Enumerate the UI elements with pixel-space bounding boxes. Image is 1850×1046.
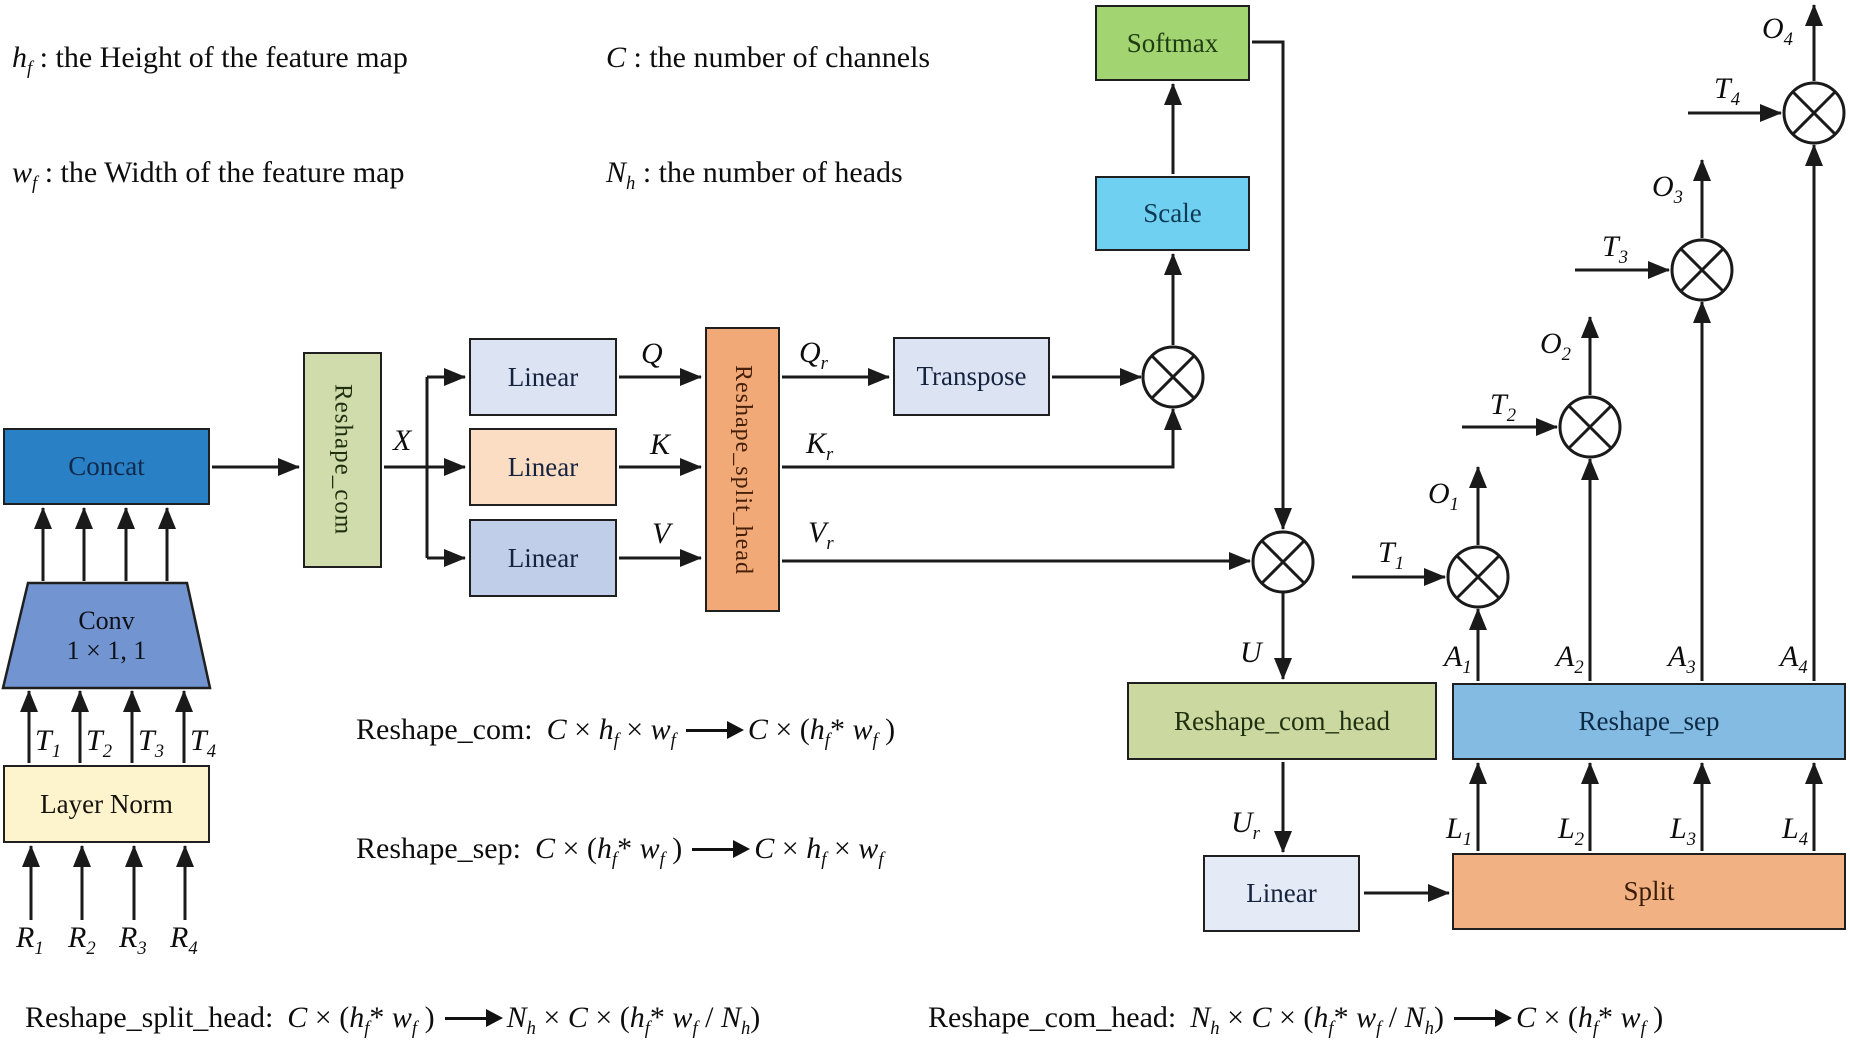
arrows-qkv — [619, 368, 702, 567]
label-o2: O2 — [1540, 327, 1571, 365]
label-l3: L3 — [1670, 812, 1696, 850]
label-r2: R2 — [68, 921, 96, 959]
label-o3: O3 — [1652, 170, 1683, 208]
arrows-r-inputs — [22, 845, 194, 920]
node-linear-k-label: Linear — [507, 451, 579, 482]
label-r1: R1 — [16, 921, 44, 959]
node-conv-shape — [1, 581, 212, 690]
multiply-o1-icon — [1446, 545, 1510, 609]
node-split-label: Split — [1623, 876, 1675, 906]
multiply-qk-icon — [1141, 345, 1205, 409]
arrow-softmax-mul2 — [1252, 40, 1292, 530]
formula-reshape-sep: Reshape_sep: C × (hf* wf )C × hf × wf — [356, 831, 884, 870]
node-scale: Scale — [1095, 176, 1250, 251]
node-linear-out-label: Linear — [1246, 878, 1317, 908]
node-linear-out: Linear — [1203, 855, 1360, 932]
label-v: V — [652, 517, 671, 550]
formula-reshape-com-name: Reshape_com: — [356, 713, 533, 746]
label-t3-right: T3 — [1602, 230, 1628, 268]
label-kr: Kr — [806, 427, 834, 465]
node-linear-q: Linear — [469, 338, 617, 416]
node-reshape-split-head: Reshape_split_head — [705, 327, 780, 612]
formula-reshape-com-head-body: Nh × C × (hf* wf / Nh)C × (hf* wf ) — [1190, 1001, 1664, 1039]
label-t2-right: T2 — [1490, 388, 1516, 426]
formula-reshape-split-head-name: Reshape_split_head: — [25, 1001, 274, 1034]
label-a2: A2 — [1556, 640, 1584, 678]
label-t3-left: T3 — [138, 724, 164, 762]
label-q: Q — [641, 337, 663, 370]
node-concat: Concat — [3, 428, 210, 505]
legend-wf: wf : the Width of the feature map — [12, 156, 405, 194]
label-t1-right: T1 — [1378, 536, 1404, 574]
node-layer-norm-label: Layer Norm — [40, 788, 173, 819]
multiply-o4-icon — [1782, 81, 1846, 145]
node-conv-kernel-label: 1 × 1, 1 — [66, 635, 147, 665]
node-reshape-com-head: Reshape_com_head — [1127, 682, 1437, 760]
node-linear-q-label: Linear — [507, 361, 579, 392]
legend-nh: Nh : the number of heads — [606, 156, 903, 194]
label-t4-left: T4 — [190, 724, 216, 762]
arrows-a — [1469, 144, 1823, 681]
label-a3: A3 — [1668, 640, 1696, 678]
label-t1-left: T1 — [35, 724, 61, 762]
label-qr: Qr — [799, 336, 828, 374]
label-o4: O4 — [1762, 12, 1793, 50]
label-r4: R4 — [170, 921, 198, 959]
node-conv-label: Conv — [78, 605, 135, 635]
legend-c: C : the number of channels — [606, 41, 931, 74]
node-reshape-sep: Reshape_sep — [1452, 683, 1846, 760]
arrows-l — [1469, 762, 1823, 851]
label-u: U — [1240, 636, 1262, 669]
arrows-t-right — [1352, 104, 1782, 586]
node-softmax-label: Softmax — [1126, 27, 1219, 58]
formula-reshape-split-head-body: C × (hf* wf )Nh × C × (hf* wf / Nh) — [287, 1001, 761, 1039]
legend-hf: hf : the Height of the feature map — [12, 41, 408, 79]
label-o1: O1 — [1428, 477, 1459, 515]
node-transpose: Transpose — [893, 337, 1050, 416]
node-transpose-label: Transpose — [916, 361, 1027, 391]
label-t2-left: T2 — [86, 724, 112, 762]
label-t4-right: T4 — [1714, 72, 1740, 110]
node-softmax: Softmax — [1095, 5, 1250, 81]
arrows-conv-concat — [34, 507, 176, 581]
arrow-kr — [782, 408, 1182, 469]
label-r3: R3 — [119, 921, 147, 959]
formula-reshape-split-head: Reshape_split_head: C × (hf* wf )Nh × C ×… — [25, 1000, 761, 1039]
label-l1: L1 — [1446, 812, 1472, 850]
node-concat-label: Concat — [68, 451, 145, 481]
multiply-av-icon — [1251, 530, 1315, 594]
arrows-t-left — [20, 690, 193, 763]
node-linear-v-label: Linear — [507, 542, 579, 573]
label-a1: A1 — [1444, 640, 1472, 678]
node-conv: Conv 1 × 1, 1 — [3, 583, 210, 688]
node-layer-norm: Layer Norm — [3, 765, 210, 843]
formula-reshape-com-head: Reshape_com_head: Nh × C × (hf* wf / Nh)C… — [928, 1000, 1664, 1039]
node-scale-label: Scale — [1143, 198, 1202, 228]
node-reshape-com-head-label: Reshape_com_head — [1174, 705, 1390, 736]
arrows-o — [1469, 4, 1823, 545]
node-reshape-com: Reshape_com — [303, 352, 382, 568]
label-a4: A4 — [1780, 640, 1808, 678]
formula-reshape-sep-body: C × (hf* wf )C × hf × wf — [534, 832, 884, 870]
node-linear-k: Linear — [469, 428, 617, 506]
label-k: K — [650, 428, 671, 461]
node-reshape-sep-label: Reshape_sep — [1578, 706, 1720, 736]
label-l4: L4 — [1782, 812, 1808, 850]
label-l2: L2 — [1558, 812, 1584, 850]
label-vr: Vr — [808, 516, 834, 554]
formula-reshape-com-head-name: Reshape_com_head: — [928, 1001, 1177, 1034]
multiply-o3-icon — [1670, 238, 1734, 302]
node-reshape-com-label: Reshape_com — [329, 384, 357, 536]
arrows-x-branch — [384, 368, 466, 567]
label-x: X — [393, 424, 412, 457]
node-split: Split — [1452, 853, 1846, 930]
node-linear-v: Linear — [469, 519, 617, 597]
multiply-o2-icon — [1558, 395, 1622, 459]
node-reshape-split-head-label: Reshape_split_head — [730, 364, 756, 575]
label-ur: Ur — [1231, 806, 1260, 844]
formula-reshape-sep-name: Reshape_sep: — [356, 832, 521, 865]
